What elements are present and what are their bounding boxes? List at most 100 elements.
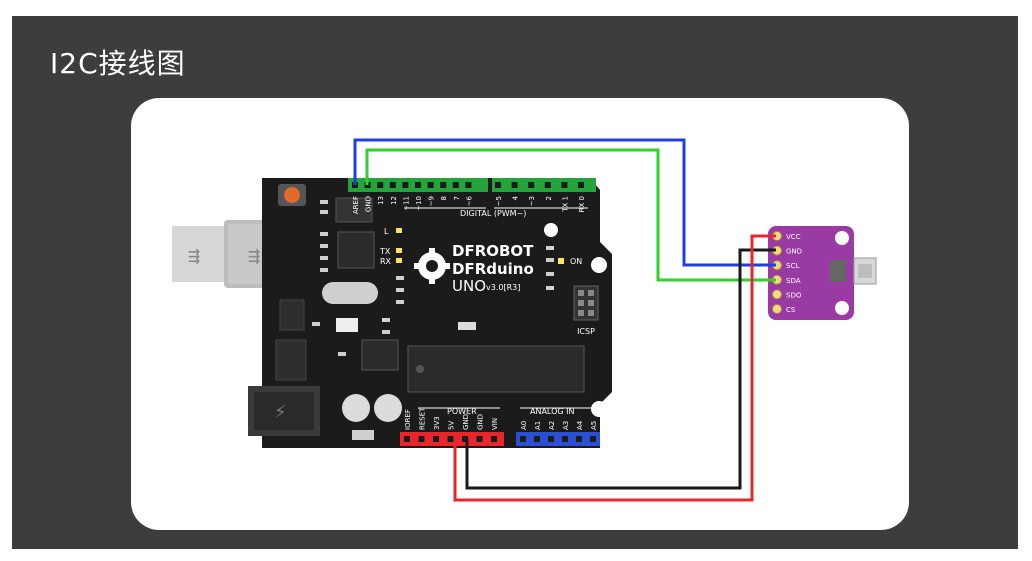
sensor-pin-label: VCC: [786, 233, 801, 241]
digital-pin-label: ~3: [528, 196, 536, 206]
power-pin: [433, 436, 439, 442]
sensor-mount-hole: [835, 301, 849, 315]
analog-pin-label: A5: [590, 421, 598, 430]
sensor-pin-label: GND: [786, 248, 802, 256]
analog-pin: [576, 436, 582, 442]
digital-pin: [544, 182, 551, 188]
digital-pin-label: 4: [512, 195, 520, 200]
digital-pin-label: 2: [545, 196, 553, 200]
icsp-label: ICSP: [577, 327, 595, 336]
digital-pin: [415, 182, 421, 188]
led-l-label: L: [384, 227, 389, 236]
digital-pin-label: 12: [390, 196, 398, 205]
digital-pin-label: ~9: [428, 196, 436, 206]
digital-pin-label: ~10: [415, 196, 423, 211]
analog-pin: [534, 436, 540, 442]
mount-hole: [544, 223, 558, 237]
sensor-pin-label: SCL: [786, 262, 799, 270]
bme280-sensor-module: VCC GND SCL SDA SDO CS: [768, 226, 877, 320]
digital-pin: [377, 182, 384, 188]
arduino-board: ⚡: [248, 178, 612, 448]
dfrobot-gear-icon: [414, 248, 450, 284]
power-pin-label: RESET: [419, 407, 427, 430]
analog-pin: [590, 436, 596, 442]
power-pin: [447, 436, 454, 442]
led-rx-label: RX: [380, 257, 392, 266]
crystal: [322, 282, 378, 304]
icsp-header: [573, 285, 599, 321]
analog-pin: [548, 436, 554, 442]
power-header: [400, 432, 504, 446]
digital-pin: [427, 182, 434, 188]
power-pin-label: 5V: [448, 421, 456, 430]
digital-pin: [495, 182, 501, 188]
digital-pin: [578, 182, 584, 188]
digital-header: [348, 178, 596, 192]
power-pin-label: VIN: [491, 418, 499, 430]
sensor-pin-label: CS: [786, 306, 796, 314]
mount-hole: [591, 401, 607, 417]
usb-symbol-icon: ⇶: [188, 243, 200, 267]
digital-pin: [561, 182, 568, 188]
digital-pin: [440, 182, 447, 188]
digital-pin: [402, 182, 409, 188]
power-header-label: POWER: [447, 407, 477, 416]
power-pin-label: 3V3: [433, 416, 441, 430]
digital-pin-label: GND: [365, 196, 373, 212]
sensor-pin: [772, 289, 782, 300]
sensor-mount-hole: [835, 231, 849, 245]
digital-pin-label: 7: [453, 196, 461, 200]
sensor-pin: [772, 304, 782, 314]
brand-text: DFROBOT: [452, 242, 534, 260]
digital-pin-label: AREF: [352, 196, 360, 214]
power-pin: [404, 436, 410, 442]
digital-pin-label: 13: [377, 196, 385, 205]
usb-chip: [337, 231, 375, 269]
digital-pin: [452, 182, 459, 188]
digital-pin: [528, 182, 535, 188]
analog-pin-label: A2: [548, 421, 556, 430]
digital-pin-label: RX 0: [578, 196, 586, 212]
sensor-pin-label: SDO: [786, 291, 802, 299]
wire-5v: [453, 234, 776, 502]
board-name-text: DFRduino: [452, 260, 534, 278]
on-led-label: ON: [570, 257, 582, 266]
analog-pin: [562, 436, 568, 442]
mount-hole: [591, 257, 607, 273]
analog-header-label: ANALOG IN: [530, 407, 575, 416]
capacitor: [374, 394, 402, 422]
wire-sda: [365, 148, 776, 282]
analog-pin-label: A4: [576, 420, 584, 430]
atmega-chip: [407, 345, 585, 393]
digital-pin-label: ~11: [402, 196, 410, 211]
power-pin-label: GND: [462, 414, 470, 430]
slide-title: I2C接线图: [50, 47, 186, 80]
digital-pin: [465, 182, 472, 188]
power-pin: [462, 436, 468, 442]
analog-pin-label: A3: [562, 421, 570, 430]
led-tx-label: TX: [379, 247, 391, 256]
digital-pin: [511, 182, 518, 188]
wire-scl: [353, 138, 776, 267]
analog-pin: [520, 436, 526, 442]
digital-pin-label: ~5: [495, 196, 503, 206]
reset-button-cap: [284, 187, 300, 203]
sensor-chip: [830, 260, 846, 282]
digital-pin-label: TX 1: [561, 196, 569, 213]
digital-pin-label: ~6: [465, 195, 473, 206]
digital-header-label: DIGITAL (PWM~): [460, 209, 526, 218]
power-pin: [491, 436, 497, 442]
digital-pin: [389, 182, 396, 188]
power-pin: [418, 436, 425, 442]
power-bolt-icon: ⚡: [274, 402, 287, 423]
power-pin-label: IOREF: [404, 409, 412, 430]
digital-pin-label: 8: [440, 196, 448, 200]
power-pin: [476, 436, 483, 442]
capacitor: [342, 394, 370, 422]
power-pin-label: GND: [477, 414, 485, 430]
analog-pin-label: A0: [520, 421, 528, 430]
board-model-text: UNO: [452, 277, 486, 295]
usb-symbol-icon: ⇶: [248, 243, 260, 267]
sensor-pin-label: SDA: [786, 277, 801, 285]
